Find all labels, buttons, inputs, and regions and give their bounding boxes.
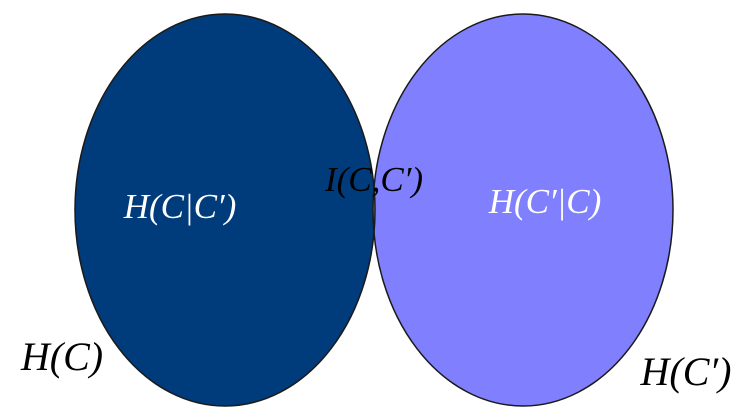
left-circle-outline <box>74 13 376 407</box>
intersection-label: I(C,C′) <box>324 160 423 199</box>
left-circle <box>75 14 375 406</box>
right-circle-outline <box>372 13 674 407</box>
left-only-label: H(C|C′) <box>123 187 237 226</box>
right-set-label: H(C′) <box>640 349 732 394</box>
left-set-label: H(C) <box>20 334 103 379</box>
right-circle <box>373 14 673 406</box>
right-only-label: H(C′|C) <box>488 182 602 221</box>
